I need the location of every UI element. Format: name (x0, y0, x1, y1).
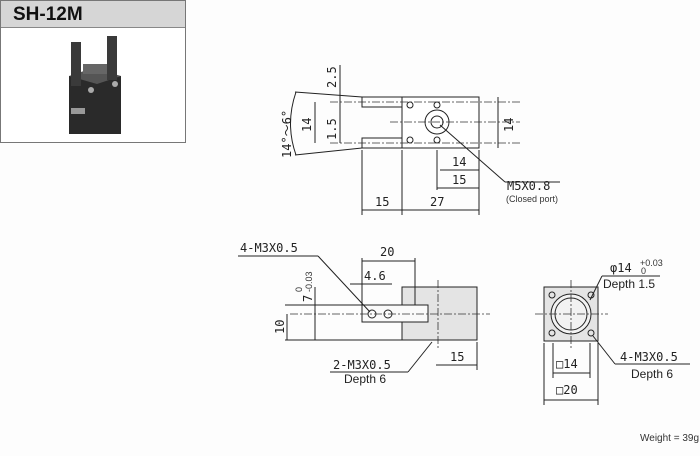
port-note: (Closed port) (506, 194, 558, 204)
dim-width: 20 (380, 245, 394, 259)
end-view: φ14 +0.03 0 Depth 1.5 □14 □20 4-M3X0.5 D… (535, 258, 690, 405)
dim-mount: 15 (450, 350, 464, 364)
port-label: M5X0.8 (507, 179, 550, 193)
dim-side-height: 10 (273, 320, 287, 334)
weight-label: Weight = 39g (640, 433, 699, 444)
side-view: 4-M3X0.5 20 4.6 7 0 -0.03 10 2-M3X0.5 De… (238, 241, 490, 386)
model-card: SH-12M (0, 0, 186, 143)
bore-depth: Depth 1.5 (603, 277, 655, 291)
dim-finger-span: 14 (300, 118, 314, 132)
dim-finger-height: 7 (301, 295, 315, 302)
bottom-thread-label: 2-M3X0.5 (333, 358, 391, 372)
model-title: SH-12M (1, 1, 185, 28)
dim-angle: 14°～6° (280, 110, 294, 158)
bore-label: φ14 (610, 261, 632, 275)
bore-tol-upper: +0.03 (640, 258, 663, 268)
dim-outer-square: □20 (556, 383, 578, 397)
dim-hole-pitch: 4.6 (364, 269, 386, 283)
dim-finger-offset: 2.5 (325, 66, 339, 88)
dim-finger-gap: 1.5 (325, 118, 339, 140)
side-thread-label: 4-M3X0.5 (240, 241, 298, 255)
end-thread-depth: Depth 6 (631, 367, 673, 381)
bore-tol-lower: 0 (641, 266, 646, 276)
gripper-photo (69, 36, 121, 134)
dim-hole-from-end: 15 (452, 173, 466, 187)
top-view: 2.5 1.5 14 14°～6° 14 14 15 15 27 M5X0.8 … (280, 65, 560, 215)
end-thread-label: 4-M3X0.5 (620, 350, 678, 364)
dim-port-from-end: 14 (452, 155, 466, 169)
dim-inner-square: □14 (556, 357, 578, 371)
dim-height: 14 (502, 118, 516, 132)
dim-finger-tol-upper: 0 (294, 287, 304, 292)
dim-finger-length: 15 (375, 195, 389, 209)
dim-finger-tol-lower: -0.03 (304, 271, 314, 292)
bottom-thread-depth: Depth 6 (344, 372, 386, 386)
dim-body-length: 27 (430, 195, 444, 209)
